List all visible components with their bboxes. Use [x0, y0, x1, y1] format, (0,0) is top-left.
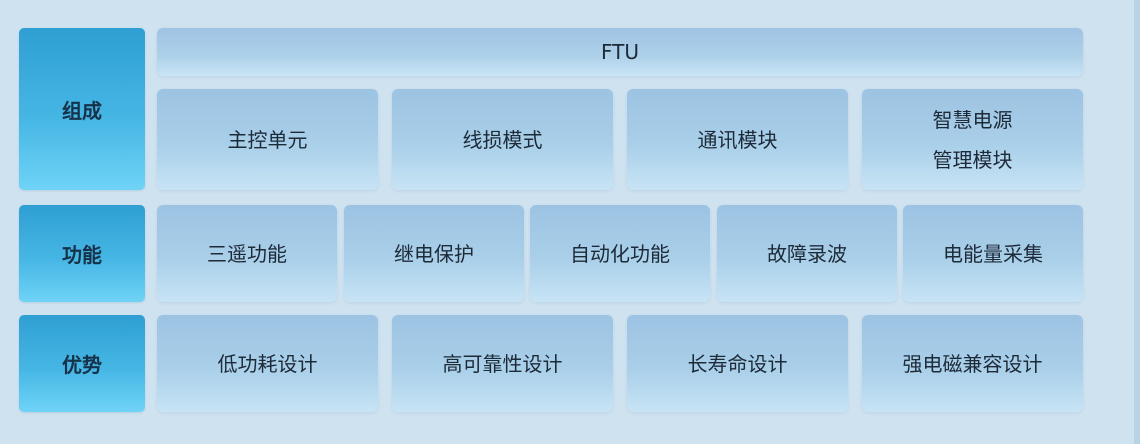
advantage-long-life: 长寿命设计	[627, 315, 848, 412]
component-communication-module: 通讯模块	[627, 89, 848, 190]
component-line-loss-mode: 线损模式	[392, 89, 613, 190]
component-smart-power-line1: 智慧电源	[932, 107, 1013, 132]
function-three-remote: 三遥功能	[157, 205, 337, 302]
function-relay-protection: 继电保护	[344, 205, 524, 302]
component-smart-power-management-module: 智慧电源 管理模块	[862, 89, 1083, 190]
row-label-advantage: 优势	[19, 315, 145, 412]
right-edge-strip	[1134, 0, 1140, 444]
advantage-high-reliability: 高可靠性设计	[392, 315, 613, 412]
component-main-control-unit: 主控单元	[157, 89, 378, 190]
function-energy-collection: 电能量采集	[903, 205, 1083, 302]
component-smart-power-line2: 管理模块	[932, 147, 1013, 172]
advantage-low-power: 低功耗设计	[157, 315, 378, 412]
function-fault-recording: 故障录波	[717, 205, 897, 302]
function-automation: 自动化功能	[530, 205, 710, 302]
row-label-composition: 组成	[19, 28, 145, 190]
advantage-emc-design: 强电磁兼容设计	[862, 315, 1083, 412]
ftu-header-box: FTU	[157, 28, 1083, 76]
row-label-function: 功能	[19, 205, 145, 302]
